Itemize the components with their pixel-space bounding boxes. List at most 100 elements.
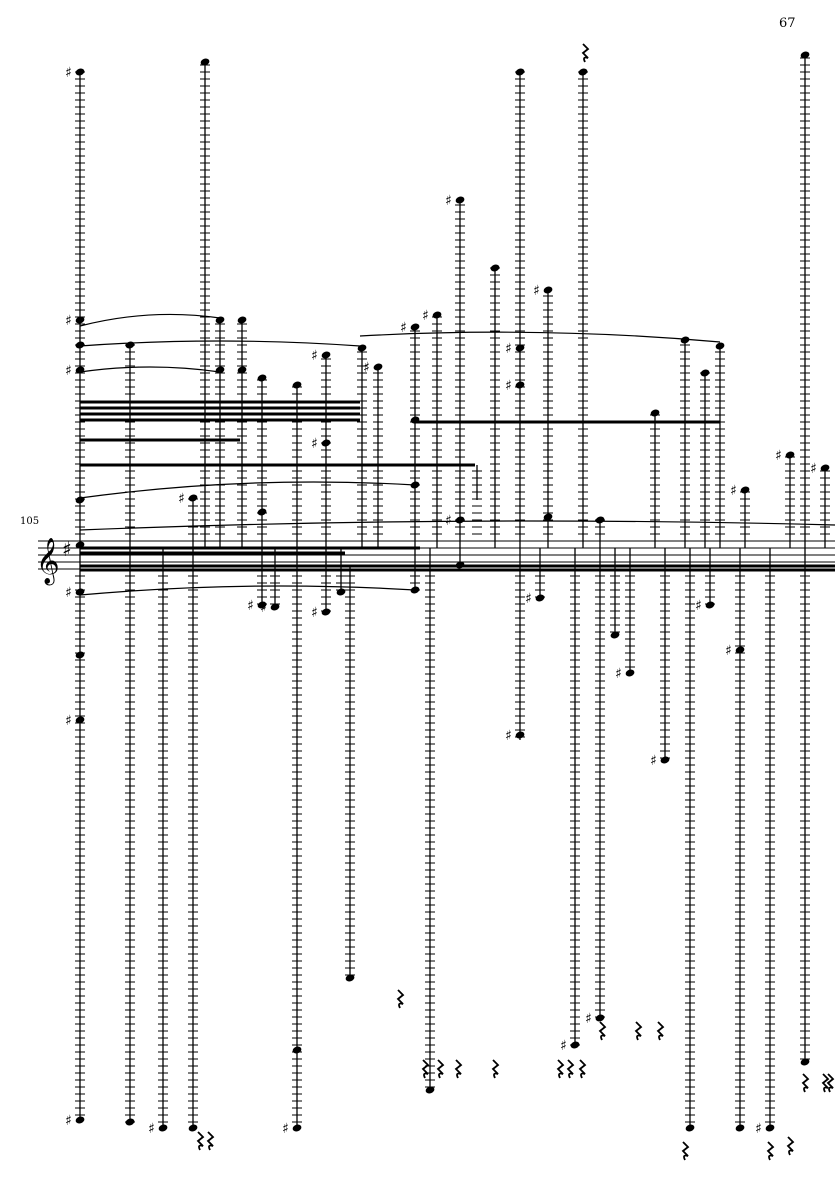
quarter-rest-icon [786,1136,795,1156]
notehead [373,363,383,371]
notehead [515,381,525,389]
notehead [321,351,331,359]
notehead [75,68,85,76]
sharp-accidental-icon: ♯ [585,1011,592,1027]
notehead [515,344,525,352]
notehead [321,608,331,616]
sharp-accidental-icon: ♯ [422,308,429,324]
sharp-accidental-icon: ♯ [775,448,782,464]
notehead [570,1041,580,1049]
notehead [257,508,267,516]
notehead [270,603,280,611]
notehead [75,716,85,724]
quarter-rest-icon [556,1059,565,1079]
sharp-accidental-icon: ♯ [650,753,657,769]
notehead [292,1046,302,1054]
sharp-accidental-icon: ♯ [247,598,254,614]
sharp-accidental-icon: ♯ [400,320,407,336]
quarter-rest-icon [454,1059,463,1079]
sharp-accidental-icon: ♯ [65,713,72,729]
notehead [357,344,367,352]
notehead [685,1124,695,1132]
notehead [425,1086,435,1094]
notehead [455,516,465,524]
notehead [625,669,635,677]
notehead [740,486,750,494]
notehead [257,374,267,382]
sharp-accidental-icon: ♯ [65,1113,72,1129]
beam [80,463,475,467]
sharp-accidental-icon: ♯ [363,360,370,376]
notehead [257,601,267,609]
quarter-rest-icon [821,1073,830,1093]
notehead [595,1014,605,1022]
notehead [610,631,620,639]
notehead [705,601,715,609]
notehead [785,451,795,459]
notehead [336,588,346,596]
sharp-accidental-icon: ♯ [533,283,540,299]
notehead [735,646,745,654]
beam [415,420,720,424]
notehead [543,513,553,521]
quarter-rest-icon [436,1059,445,1079]
notehead [188,1124,198,1132]
page-number: 67 [779,16,796,31]
tie-slur [79,585,416,596]
notehead [158,1124,168,1132]
notehead [237,316,247,324]
notehead [455,196,465,204]
notehead [125,1118,135,1126]
notehead [410,323,420,331]
notehead [125,341,135,349]
sharp-accidental-icon: ♯ [810,461,817,477]
notehead [237,366,247,374]
sharp-accidental-icon: ♯ [695,598,702,614]
sharp-accidental-icon: ♯ [65,363,72,379]
notehead [432,311,442,319]
notehead [800,51,810,59]
quarter-rest-icon [566,1059,575,1079]
notehead [75,316,85,324]
quarter-rest-icon [826,1073,835,1093]
notehead [75,496,85,504]
tie-slur [79,481,416,499]
sharp-accidental-icon: ♯ [505,378,512,394]
sharp-accidental-icon: ♯ [525,591,532,607]
notehead [215,316,225,324]
sharp-key-signature-icon: ♯ [62,537,72,561]
sharp-accidental-icon: ♯ [560,1038,567,1054]
sharp-accidental-icon: ♯ [178,491,185,507]
sharp-accidental-icon: ♯ [311,605,318,621]
beam [80,400,360,404]
notehead [650,409,660,417]
quarter-rest-icon [801,1073,810,1093]
notehead [200,58,210,66]
beam [80,438,240,442]
notehead [543,286,553,294]
notehead [188,494,198,502]
quarter-rest-icon [578,1059,587,1079]
notehead [75,651,85,659]
tie-slur [79,520,835,531]
notehead [490,264,500,272]
beam [80,418,360,422]
quarter-rest-icon [766,1141,775,1161]
sharp-accidental-icon: ♯ [755,1121,762,1137]
sharp-accidental-icon: ♯ [65,65,72,81]
quarter-rest-icon [491,1059,500,1079]
sharp-accidental-icon: ♯ [311,348,318,364]
measure-number: 105 [20,516,40,527]
quarter-rest-icon [656,1021,665,1041]
tie-slur [79,340,361,347]
beam [80,564,835,568]
notehead [715,342,725,350]
notehead [345,974,355,982]
sharp-accidental-icon: ♯ [65,585,72,601]
notehead [735,1124,745,1132]
notehead [660,756,670,764]
quarter-rest-icon [421,1059,430,1079]
quarter-rest-icon [681,1141,690,1161]
sharp-accidental-icon: ♯ [260,600,267,616]
notehead [515,68,525,76]
